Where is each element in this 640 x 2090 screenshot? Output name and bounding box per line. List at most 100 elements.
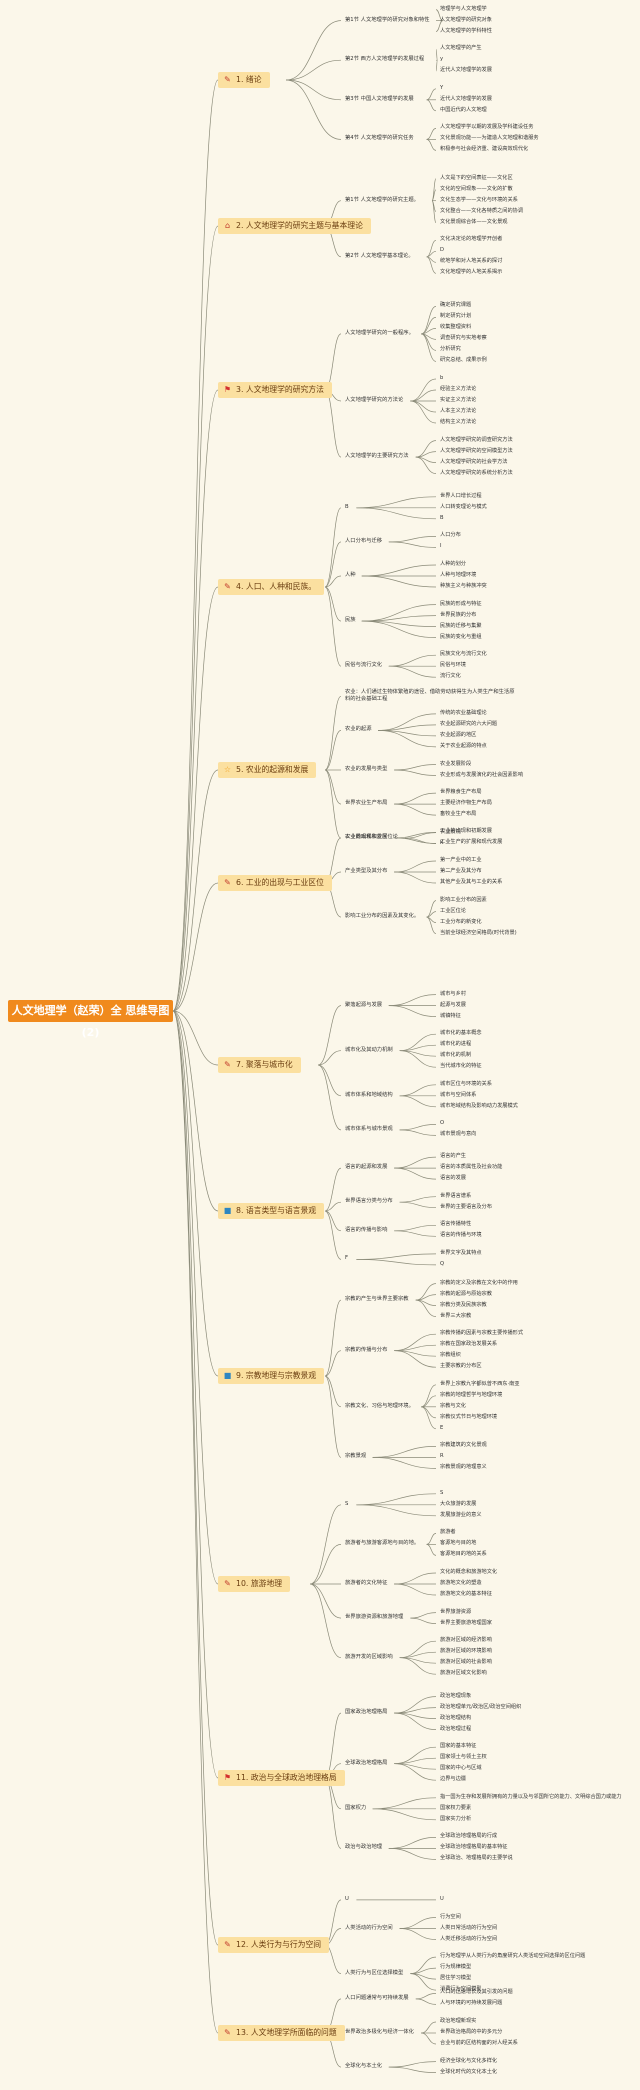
chapter-node[interactable]: ✎6. 工业的出现与工业区位 <box>218 875 332 891</box>
leaf-item[interactable]: y <box>440 56 444 63</box>
leaf-item[interactable]: 文化的概念和旅游地文化 <box>440 1569 498 1575</box>
branch-label[interactable]: 人类活动的行为空间 <box>345 1924 393 1931</box>
leaf-item[interactable]: 人本主义方法论 <box>440 408 477 414</box>
leaf-item[interactable]: 人种与地理环境 <box>440 572 477 578</box>
branch-label[interactable]: 产业类型及其分布 <box>345 868 388 874</box>
leaf-item[interactable]: 城市区位与环境的关系 <box>440 1080 492 1087</box>
branch-label[interactable]: 农业：人们通过生物体繁殖的途径、借助劳动获得生为人类生产和生活原料的社会基础工程 <box>345 689 515 703</box>
leaf-item[interactable]: 主要宗教的分布区 <box>440 1363 482 1370</box>
branch-label[interactable]: 宗教的传播与分布 <box>345 1346 388 1353</box>
branch-label[interactable]: 城市化及其动力机制 <box>345 1046 393 1053</box>
leaf-item[interactable]: 政治地理过程 <box>440 1725 472 1732</box>
branch-label[interactable]: 人文地理学研究的一般程序。 <box>345 329 414 336</box>
leaf-item[interactable]: 全球政治地理格局的行成 <box>440 1833 498 1840</box>
leaf-item[interactable]: 人文地理学研究的系统分析方法 <box>440 469 513 476</box>
leaf-item[interactable]: 行为地理学从人类行为的角度研究人类活动空间选择的区位问题 <box>440 1953 586 1960</box>
leaf-item[interactable]: 人文地理学研究的调查研究方法 <box>440 436 513 443</box>
leaf-item[interactable]: 文化决定论的地理学开创者 <box>440 236 503 243</box>
leaf-item[interactable]: 确定研究课题 <box>440 302 472 309</box>
chapter-node[interactable]: ☆5. 农业的起源和发展 <box>218 762 317 778</box>
leaf-item[interactable]: 国家的中心与区域 <box>440 1765 482 1772</box>
branch-label[interactable]: 农业景观和农业区位论 <box>345 834 398 841</box>
branch-label[interactable]: 宗教文化、习俗与地理环境。 <box>345 1402 414 1409</box>
chapter-node[interactable]: ✎4. 人口、人种和民族。 <box>218 579 325 595</box>
leaf-item[interactable]: 宗教组织 <box>440 1352 461 1359</box>
leaf-item[interactable]: 调查研究与实地考察 <box>440 335 487 342</box>
branch-label[interactable]: U <box>345 1895 349 1902</box>
leaf-item[interactable]: 畜牧业生产布局 <box>440 811 477 818</box>
chapter-node[interactable]: ■8. 语言类型与语言景观 <box>218 1203 325 1219</box>
leaf-item[interactable]: 世界粮食生产布局 <box>440 789 482 796</box>
leaf-item[interactable]: 人文是下的空间表征——文化区 <box>440 174 513 181</box>
chapter-node[interactable]: ✎12. 人类行为与行为空间 <box>218 1937 330 1953</box>
leaf-item[interactable]: 世界政治格局的中的多元分 <box>440 2029 503 2035</box>
leaf-item[interactable]: 旅游对区域的社会影响 <box>440 1659 492 1666</box>
chapter-node[interactable]: ■9. 宗教地理与宗教景观 <box>218 1368 325 1384</box>
branch-label[interactable]: 语言的传播与影响 <box>345 1226 388 1233</box>
leaf-item[interactable]: 政治地理结构 <box>440 1714 472 1721</box>
leaf-item[interactable]: 农业形成与发展演化的社会因素影响 <box>440 771 524 778</box>
leaf-item[interactable]: 宗教景观的地理意义 <box>440 1464 487 1471</box>
leaf-item[interactable]: 结构主义方法论 <box>440 419 477 425</box>
leaf-item[interactable]: 积极参与社会经济重、建设高效现代化 <box>440 146 529 153</box>
leaf-item[interactable]: 国家领土与领土主权 <box>440 1754 487 1761</box>
leaf-item[interactable]: 政治地理新现实 <box>440 2018 477 2024</box>
leaf-item[interactable]: 城市景观与意向 <box>440 1131 477 1138</box>
branch-label[interactable]: S <box>345 1500 349 1507</box>
leaf-item[interactable]: Q <box>440 1260 445 1267</box>
leaf-item[interactable]: 城市化的机制 <box>440 1052 472 1059</box>
leaf-item[interactable]: 宗教的定义及宗教在文化中的作用 <box>440 1279 518 1286</box>
leaf-item[interactable]: 旅游地文化的基本特征 <box>440 1591 492 1597</box>
branch-label[interactable]: 聚落起源与发展 <box>345 1001 383 1008</box>
leaf-item[interactable]: 消费行为空间模型 <box>440 1986 482 1993</box>
leaf-item[interactable]: 指一国为生存和发展所拥有的力量以及与邻国所它的能力、文明综合国力或能力 <box>440 1793 622 1800</box>
leaf-item[interactable]: 工业生产的扩展和现代发展 <box>440 839 503 846</box>
branch-label[interactable]: 人文地理学研究的方法论 <box>345 397 404 403</box>
leaf-item[interactable]: 种族主义与种族冲突 <box>440 583 487 589</box>
leaf-item[interactable]: 语言的发展 <box>440 1175 466 1182</box>
branch-label[interactable]: 语言的起源和发展 <box>345 1164 388 1171</box>
leaf-item[interactable]: K <box>440 839 444 846</box>
branch-label[interactable]: 影响工业分布的因素及其变化。 <box>345 913 420 920</box>
leaf-item[interactable]: 全球政治地理格局的基本特征 <box>440 1844 508 1851</box>
leaf-item[interactable]: 人文地理学的研究对象 <box>440 16 492 23</box>
branch-label[interactable]: 第4节 人文地理学的研究任务 <box>345 135 414 142</box>
leaf-item[interactable]: 大众旅游的发展 <box>440 1500 477 1507</box>
leaf-item[interactable]: 旅游对区域文化影响 <box>440 1670 487 1677</box>
branch-label[interactable]: 人文地理学的主要研究方法 <box>345 453 409 460</box>
leaf-item[interactable]: 研究总结、成果示例 <box>440 357 487 364</box>
leaf-item[interactable]: 宗教建筑的文化景观 <box>440 1442 487 1449</box>
leaf-item[interactable]: 合业与前的区结构面的对人经关系 <box>440 2040 518 2046</box>
leaf-item[interactable]: 影响工业分布的因素 <box>440 896 487 903</box>
leaf-item[interactable]: 人口转变理论与模式 <box>440 503 487 510</box>
branch-label[interactable]: 城市体系与城市景观 <box>345 1125 393 1132</box>
branch-label[interactable]: 世界农业生产布局 <box>345 800 388 807</box>
branch-label[interactable]: 人口分布与迁移 <box>345 537 383 544</box>
branch-label[interactable]: B <box>345 503 349 510</box>
leaf-item[interactable]: 国家的基本特征 <box>440 1743 477 1750</box>
leaf-item[interactable]: 农业发展阶段 <box>440 760 472 767</box>
branch-label[interactable]: 民族 <box>345 617 356 624</box>
leaf-item[interactable]: 传统的农业基础理论 <box>440 709 487 716</box>
leaf-item[interactable]: 城市化的进程 <box>440 1041 472 1048</box>
leaf-item[interactable]: 人类迁移活动的行为空间 <box>440 1935 498 1942</box>
leaf-item[interactable]: 城镇特征 <box>440 1012 461 1019</box>
branch-label[interactable]: 农业的起源 <box>345 726 372 733</box>
leaf-item[interactable]: Y <box>440 84 444 91</box>
leaf-item[interactable]: 世界语言谱系 <box>440 1192 472 1199</box>
chapter-node[interactable]: ✎10. 旅游地理 <box>218 1576 291 1592</box>
branch-label[interactable]: 全球政治地理格局 <box>345 1759 388 1766</box>
leaf-item[interactable]: 文化景观功能——为建造人文地理和谐服务 <box>440 135 539 142</box>
leaf-item[interactable]: 分析研究 <box>440 346 461 353</box>
leaf-item[interactable]: 中国近代的人文地理 <box>440 106 487 113</box>
branch-label[interactable]: 国家权力 <box>345 1804 367 1811</box>
leaf-item[interactable]: 人种的划分 <box>440 561 466 567</box>
leaf-item[interactable]: 宗教的地理哲学与地理环境 <box>440 1391 503 1398</box>
leaf-item[interactable]: 农业起源的地区 <box>440 731 477 738</box>
leaf-item[interactable]: 关于农业起源的特点 <box>440 742 487 749</box>
leaf-item[interactable]: 宗教仪式节日与地理环境 <box>440 1413 498 1420</box>
leaf-item[interactable]: 世界主要旅游地理国家 <box>440 1619 492 1626</box>
leaf-item[interactable]: 居住学习模型 <box>440 1975 472 1982</box>
leaf-item[interactable]: 旅游对区域的经济影响 <box>440 1637 492 1644</box>
branch-label[interactable]: 世界旅游资源和旅游地理 <box>345 1614 404 1621</box>
